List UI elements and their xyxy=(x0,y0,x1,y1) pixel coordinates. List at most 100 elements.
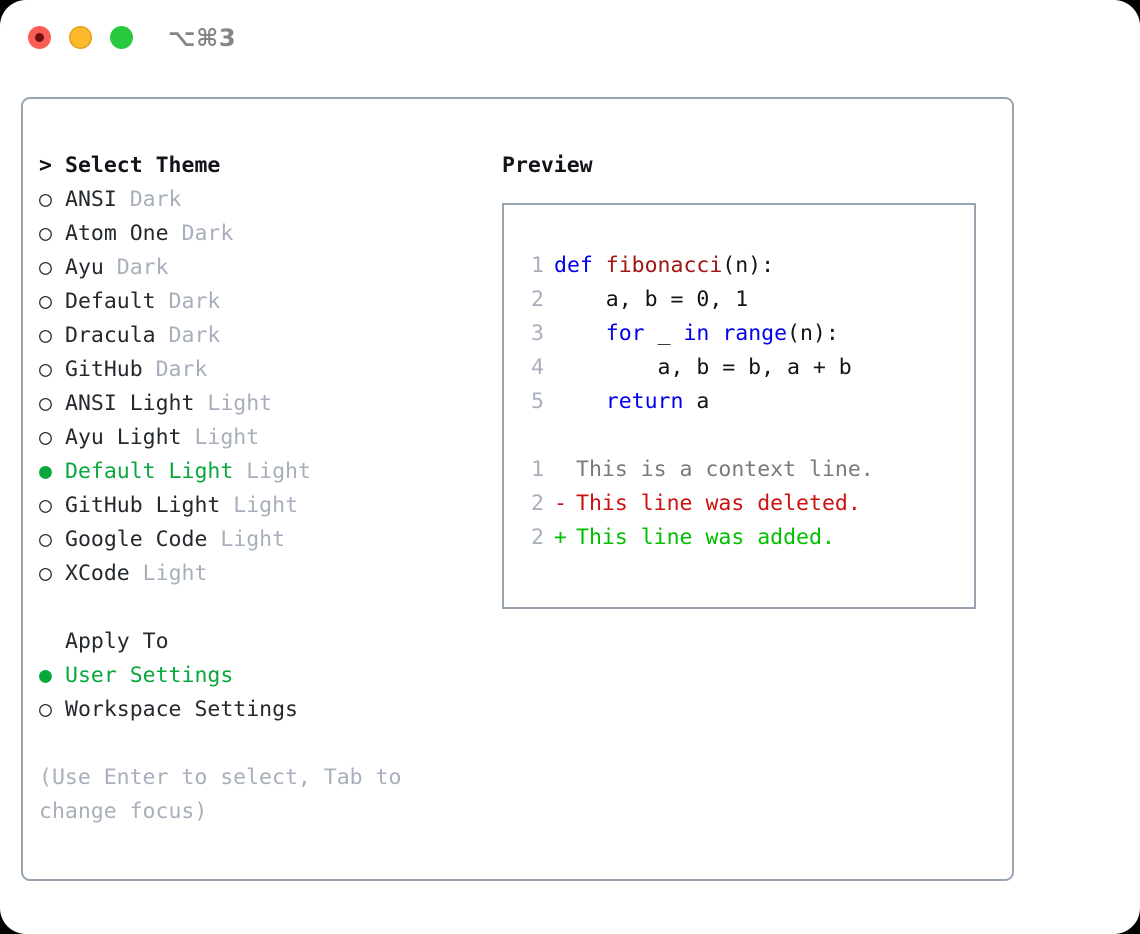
theme-option-list: ○ ANSI Dark○ Atom One Dark○ Ayu Dark○ De… xyxy=(39,183,479,591)
radio-selected-icon: ● xyxy=(39,663,65,688)
apply-to-heading-indent xyxy=(39,625,65,659)
code-line-number: 2 xyxy=(531,287,544,312)
theme-option-category: Light xyxy=(220,493,299,518)
theme-option-category: Light xyxy=(207,527,286,552)
diff-line-number: 1 xyxy=(531,457,544,482)
code-token: (n): xyxy=(722,253,775,278)
code-token xyxy=(554,321,606,346)
code-token: def xyxy=(554,253,606,278)
theme-option[interactable]: ○ ANSI Light Light xyxy=(39,387,479,421)
code-token: a, b = b, a + b xyxy=(554,355,852,380)
radio-unselected-icon: ○ xyxy=(39,697,65,722)
code-line: 4 a, b = b, a + b xyxy=(518,351,852,385)
code-line-number: 4 xyxy=(531,355,544,380)
code-line-number: 1 xyxy=(531,253,544,278)
code-token: in xyxy=(683,321,710,346)
theme-option-category: Light xyxy=(233,459,311,484)
diff-line-text: This is a context line. xyxy=(576,457,874,482)
code-token: a xyxy=(683,389,710,414)
diff-marker: + xyxy=(554,525,580,550)
radio-selected-icon: ● xyxy=(39,459,65,484)
apply-to-option[interactable]: ○ Workspace Settings xyxy=(39,693,479,727)
theme-option-label: Atom One xyxy=(65,221,169,246)
theme-option-label: ANSI xyxy=(65,187,117,212)
close-window-button[interactable] xyxy=(28,26,51,49)
code-token: for xyxy=(605,321,645,346)
radio-unselected-icon: ○ xyxy=(39,357,65,382)
theme-option-label: Default Light xyxy=(65,459,234,484)
radio-unselected-icon: ○ xyxy=(39,527,65,552)
theme-option-label: Google Code xyxy=(65,527,208,552)
diff-marker xyxy=(554,453,576,487)
apply-to-option-label: User Settings xyxy=(65,663,234,688)
theme-option[interactable]: ● Default Light Light xyxy=(39,455,479,489)
code-line: 1 def fibonacci(n): xyxy=(518,249,852,283)
maximize-window-button[interactable] xyxy=(110,26,133,49)
code-token xyxy=(709,321,722,346)
radio-unselected-icon: ○ xyxy=(39,391,65,416)
code-token: return xyxy=(605,389,684,414)
theme-option[interactable]: ○ Dracula Dark xyxy=(39,319,479,353)
select-theme-heading: > Select Theme xyxy=(39,149,479,183)
apply-to-option[interactable]: ● User Settings xyxy=(39,659,479,693)
radio-unselected-icon: ○ xyxy=(39,221,65,246)
apply-to-option-list: ● User Settings○ Workspace Settings xyxy=(39,659,479,727)
theme-selection-column: > Select Theme ○ ANSI Dark○ Atom One Dar… xyxy=(39,149,479,829)
diff-line: 2- This line was deleted. xyxy=(518,487,874,521)
theme-picker-panel: > Select Theme ○ ANSI Dark○ Atom One Dar… xyxy=(21,97,1014,881)
code-token: fibonacci xyxy=(605,253,723,278)
theme-option-category: Dark xyxy=(155,323,221,348)
theme-option-label: ANSI Light xyxy=(65,391,195,416)
theme-option-category: Dark xyxy=(168,221,234,246)
minimize-window-button[interactable] xyxy=(69,26,92,49)
code-token: range xyxy=(722,321,788,346)
code-line: 2 a, b = 0, 1 xyxy=(518,283,852,317)
preview-heading: Preview xyxy=(502,153,593,178)
theme-option[interactable]: ○ Atom One Dark xyxy=(39,217,479,251)
diff-line-text: This line was added. xyxy=(576,525,835,550)
section-spacer xyxy=(39,591,479,625)
theme-option-label: Default xyxy=(65,289,156,314)
theme-option-label: Dracula xyxy=(65,323,156,348)
theme-option[interactable]: ○ ANSI Dark xyxy=(39,183,479,217)
diff-marker: - xyxy=(554,491,580,516)
apply-to-heading-label: Apply To xyxy=(65,629,169,654)
theme-option[interactable]: ○ GitHub Dark xyxy=(39,353,479,387)
theme-option[interactable]: ○ Ayu Light Light xyxy=(39,421,479,455)
radio-unselected-icon: ○ xyxy=(39,323,65,348)
theme-option-category: Dark xyxy=(103,255,169,280)
diff-sample: 1 This is a context line.2- This line wa… xyxy=(518,453,874,555)
radio-unselected-icon: ○ xyxy=(39,289,65,314)
apply-to-option-label: Workspace Settings xyxy=(65,697,298,722)
code-token xyxy=(554,389,606,414)
theme-option-category: Light xyxy=(129,561,208,586)
theme-option-label: GitHub Light xyxy=(65,493,221,518)
code-line: 5 return a xyxy=(518,385,852,419)
code-token: a, b = 0, 1 xyxy=(554,287,749,312)
theme-option-category: Dark xyxy=(116,187,182,212)
radio-unselected-icon: ○ xyxy=(39,493,65,518)
theme-option[interactable]: ○ GitHub Light Light xyxy=(39,489,479,523)
theme-option[interactable]: ○ Google Code Light xyxy=(39,523,479,557)
title-bar: ⌥⌘3 xyxy=(0,0,1140,76)
theme-option-label: GitHub xyxy=(65,357,143,382)
code-line-number: 5 xyxy=(531,389,544,414)
keyboard-hint-text: (Use Enter to select, Tab to change focu… xyxy=(39,765,415,824)
radio-unselected-icon: ○ xyxy=(39,561,65,586)
diff-line-number: 2 xyxy=(531,491,544,516)
theme-option[interactable]: ○ XCode Light xyxy=(39,557,479,591)
theme-option-category: Dark xyxy=(155,289,221,314)
radio-unselected-icon: ○ xyxy=(39,425,65,450)
radio-unselected-icon: ○ xyxy=(39,187,65,212)
theme-option-label: Ayu Light xyxy=(65,425,182,450)
code-line-number: 3 xyxy=(531,321,544,346)
diff-line: 2+ This line was added. xyxy=(518,521,874,555)
traffic-lights xyxy=(28,26,133,49)
diff-line: 1 This is a context line. xyxy=(518,453,874,487)
theme-option[interactable]: ○ Ayu Dark xyxy=(39,251,479,285)
theme-option-label: XCode xyxy=(65,561,130,586)
theme-option[interactable]: ○ Default Dark xyxy=(39,285,479,319)
